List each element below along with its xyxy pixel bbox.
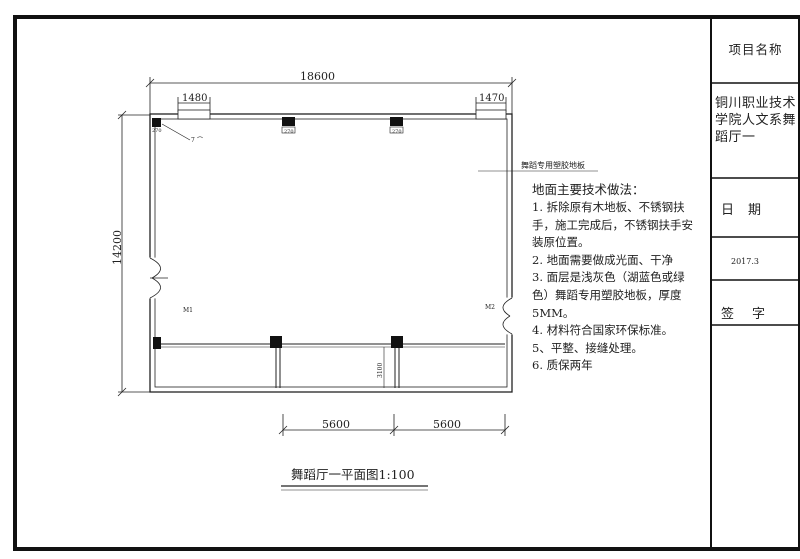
project-name-label: 项目名称 [728,42,783,57]
columns [152,117,403,349]
column-bottom-mid [270,336,282,348]
overall-height-label: 14200 [111,230,124,265]
date-value: 2017.3 [731,257,759,266]
plan-caption: 舞蹈厅一平面图1:100 [291,467,415,482]
dimension-bays [278,414,510,436]
column-bottom-left [153,337,161,349]
note-item: 4. 材料符合国家环保标准。 [532,323,674,338]
date-label: 日期 [721,203,776,218]
dimension-windows [177,97,507,112]
title-block-lines [710,17,800,549]
sheet-border [13,15,800,551]
note-item: 3. 面层是浅灰色（湖蓝色或绿色）舞蹈专用塑胶地板，厚度5MM。 [532,270,685,320]
column-tag-left: 270 [152,128,162,134]
technical-notes: 地面主要技术做法： 1. 拆除原有木地板、不锈钢扶手，施工完成后，不锈钢扶手安装… [532,181,700,375]
bay-right-dimension-label: 5600 [433,418,461,431]
door-right-label: M2 [485,304,495,311]
column-top-left [152,118,161,127]
overall-width-label: 18600 [300,70,335,83]
callout-mark: 7 [191,137,195,144]
column-tag-right: 270 [392,129,402,135]
door-right [502,297,514,335]
project-name-value: 铜川职业技术学院人文系舞蹈厅一 [715,96,797,145]
note-item: 6. 质保两年 [532,358,593,373]
column-tags [281,126,404,134]
door-left-label: M1 [183,307,193,314]
note-item: 5、平整、接缝处理。 [532,340,643,355]
title-block: 项目名称 铜川职业技术学院人文系舞蹈厅一 日期 2017.3 签字 [711,17,800,549]
column-top-mid [282,117,295,126]
left-window-dimension-label: 1480 [182,93,207,104]
building-walls [149,113,513,393]
note-item: 1. 拆除原有木地板、不锈钢扶手，施工完成后，不锈钢扶手安装原位置。 [532,200,693,250]
right-window-dimension-label: 1470 [479,93,504,104]
column-tag-mid: 270 [284,129,294,135]
column-top-right [390,117,403,126]
floor-callout-label: 舞蹈专用塑胶地板 [521,160,585,170]
door-left [148,257,168,299]
dimension-overall-height [117,110,150,397]
notes-title: 地面主要技术做法： [532,182,645,197]
dimension-overall-width [145,77,517,114]
column-bottom-right [391,336,403,348]
callout-leader [161,123,191,141]
vertical-detail-dimension: 3100 [377,363,384,378]
signature-label: 签字 [721,307,784,322]
bay-left-dimension-label: 5600 [322,418,350,431]
bottom-partitions [275,347,400,388]
note-item: 2. 地面需要做成光面、干净 [532,252,674,267]
caption-underline [281,485,428,491]
callout-mark-2: ⌒ [197,137,203,144]
window-openings [177,109,507,120]
